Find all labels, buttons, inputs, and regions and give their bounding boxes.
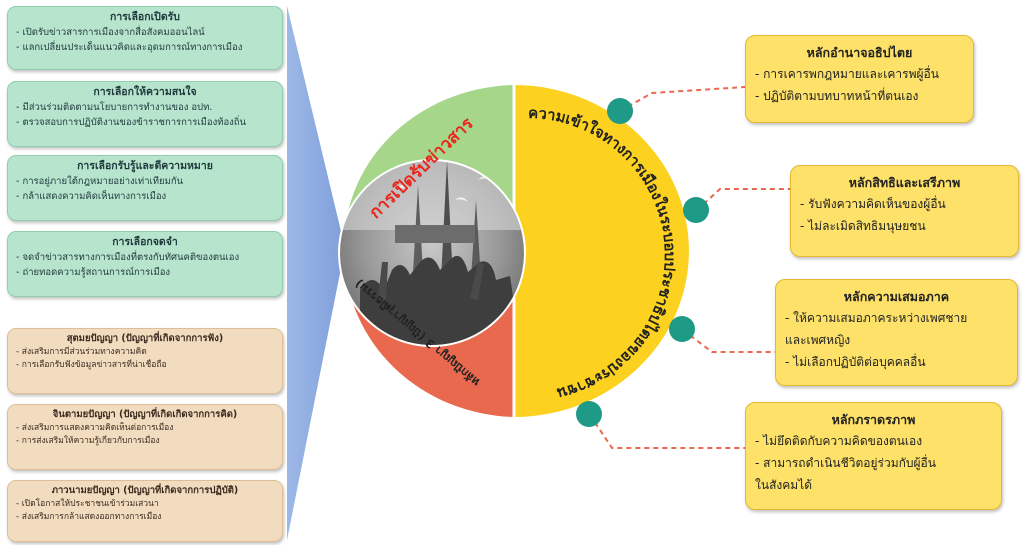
box-title: การเลือกรับรู้และตีความหมาย [77,160,213,172]
right-box-fraternity: หลักภราดรภาพ - ไม่ยึดติดกับความคิดของตนเ… [745,402,1002,510]
right-box-equality: หลักความเสมอภาค - ให้ความเสมอภาคระหว่างเ… [775,279,1018,386]
box-item: - ตรวจสอบการปฏิบัติงานของข้าราชการการเมื… [16,117,247,128]
box-item: - ส่งเสริมการแสดงความคิดเห็นต่อการเมือง [16,423,174,433]
left-box-selective-retention: การเลือกจดจำ - จดจำข่าวสารทางการเมืองที่… [7,231,283,297]
box-item: - เปิดโอกาสให้ประชาชนเข้าร่วมเสวนา [16,499,159,509]
box-item: ในสังคมได้ [755,478,813,492]
connector-4 [589,414,745,449]
left-box-sutamaya: สุตมยปัญญา (ปัญญาที่เกิดจากการฟัง) - ส่ง… [7,328,283,394]
box-title: หลักความเสมอภาค [843,289,950,304]
box-item: - ไม่ยึดติดกับความคิดของตนเอง [755,434,923,448]
left-box-cintamaya: จินตามยปัญญา (ปัญญาที่เกิดเกิดจากการคิด)… [7,404,283,470]
box-item: - ให้ความเสมอภาคระหว่างเพศชาย [785,311,968,325]
left-box-selective-exposure: การเลือกเปิดรับ - เปิดรับข่าวสารการเมือง… [7,6,283,70]
box-title: หลักสิทธิและเสรีภาพ [848,175,961,190]
box-title: การเลือกให้ความสนใจ [93,86,197,98]
box-item: - เปิดรับข่าวสารการเมืองจากสื่อสังคมออนไ… [16,27,205,38]
box-title: ภาวนามยปัญญา (ปัญญาที่เกิดจากการปฏิบัติ) [51,485,239,496]
box-item: - ส่งเสริมการมีส่วนร่วมทางความคิด [16,347,147,357]
box-item: - การส่งเสริมให้ความรู้เกี่ยวกับการเมือง [16,436,160,446]
box-item: - แลกเปลี่ยนประเด็นแนวคิดและอุดมการณ์ทาง… [16,42,243,53]
box-item: - สามารถดำเนินชีวิตอยู่ร่วมกับผู้อื่น [755,456,936,470]
segment-understanding-shape [514,85,689,417]
node-dot-4 [576,401,602,427]
box-item: - ปฏิบัติตามบทบาทหน้าที่ตนเอง [755,89,919,103]
box-item: - มีส่วนร่วมติดตามนโยบายการทำงานของ อปท. [16,102,213,113]
box-title: การเลือกเปิดรับ [110,11,180,23]
left-box-bhavanamaya: ภาวนามยปัญญา (ปัญญาที่เกิดจากการปฏิบัติ)… [7,480,283,542]
box-title: หลักภราดรภาพ [831,412,916,427]
box-title: การเลือกจดจำ [112,236,178,248]
box-item: - การเคารพกฎหมายและเคารพผู้อื่น [755,67,939,81]
box-item: - ถ่ายทอดความรู้สถานการณ์การเมือง [16,267,171,278]
box-item: - การอยู่ภายใต้กฎหมายอย่างเท่าเทียมกัน [16,176,184,187]
node-dot-1 [607,98,633,124]
connector-3 [682,329,775,353]
node-dot-3 [669,316,695,342]
box-item: - ไม่ละเมิดสิทธิมนุษยชน [800,219,926,233]
box-item: - จดจำข่าวสารทางการเมืองที่ตรงกับทัศนคติ… [16,252,240,263]
connector-1 [619,86,746,112]
connector-2 [696,188,790,211]
box-item: - รับฟังความคิดเห็นของผู้อื่น [800,197,946,211]
box-item: และเพศหญิง [785,333,851,347]
left-box-selective-perception: การเลือกรับรู้และตีความหมาย - การอยู่ภาย… [7,155,283,221]
left-box-selective-attention: การเลือกให้ความสนใจ - มีส่วนร่วมติดตามนโ… [7,81,283,147]
box-item: - ไม่เลือกปฏิบัติต่อบุคคลอื่น [785,355,926,369]
box-item: - การเลือกรับฟังข้อมูลข่าวสารที่น่าเชื่อ… [16,360,167,370]
box-title: สุตมยปัญญา (ปัญญาที่เกิดจากการฟัง) [66,333,224,344]
box-item: - ส่งเสริมการกล้าแสดงออกทางการเมือง [16,512,162,522]
node-dot-2 [683,197,709,223]
box-title: จินตามยปัญญา (ปัญญาที่เกิดเกิดจากการคิด) [52,409,238,420]
box-title: หลักอำนาจอธิปไตย [806,45,913,60]
right-box-rights-liberty: หลักสิทธิและเสรีภาพ - รับฟังความคิดเห็นข… [790,165,1019,257]
box-item: - กล้าแสดงความคิดเห็นทางการเมือง [16,191,167,202]
right-box-sovereignty: หลักอำนาจอธิปไตย - การเคารพกฎหมายและเคาร… [745,35,974,123]
flow-arrow [287,6,345,540]
